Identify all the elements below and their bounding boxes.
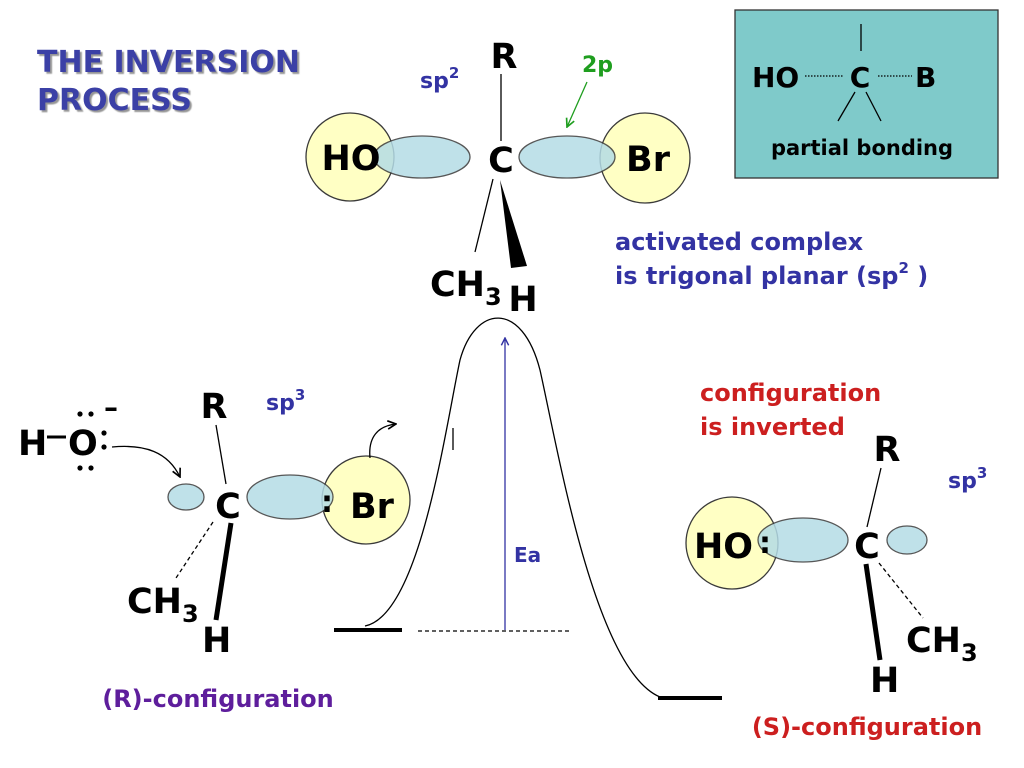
bond-to-methyl	[474, 178, 494, 253]
product-top-substituent: R	[874, 430, 901, 470]
inversion-note-line-1: configuration	[700, 379, 881, 407]
reactant-leaving-group: Br	[350, 487, 395, 527]
product-bond-to-r	[866, 467, 882, 528]
box-caption: partial bonding	[771, 136, 953, 160]
r-configuration-label: (R)-configuration	[102, 685, 334, 713]
reactant-hybridization-base: sp	[266, 391, 295, 416]
box-central-atom: C	[850, 61, 871, 94]
box-left-group: HO	[752, 61, 799, 94]
box-right-group: B	[915, 61, 936, 94]
product-nucleophile: HO	[694, 527, 753, 567]
methyl-group: CH3	[430, 265, 502, 311]
lone-pair-dot	[77, 465, 83, 471]
reactant-central-carbon: C	[215, 487, 241, 527]
leaving-group-label: Br	[626, 140, 671, 180]
inversion-note-line-2: is inverted	[700, 413, 845, 441]
product-hybridization-base: sp	[948, 469, 977, 494]
reactant-lone-pair: :	[321, 485, 333, 520]
product-dashed-bond-to-methyl	[878, 562, 924, 619]
title-line-1: THE INVERSION	[37, 45, 300, 80]
product-large-lobe	[757, 517, 849, 563]
reactant-hybridization-superscript: 3	[295, 386, 305, 404]
reactant-bold-bond-to-hydrogen	[213, 522, 234, 621]
hybridization-base: sp	[420, 69, 449, 94]
nucleophile-label: HO	[321, 139, 380, 179]
p-orbital-lobe-right	[518, 135, 616, 179]
product: configuration is inverted R sp3 HO : C C…	[685, 379, 987, 741]
reactant-methyl-ch: CH	[127, 582, 182, 622]
geometry-closing: )	[909, 262, 928, 290]
transition-state: R HO C Br CH3 H sp2 2p activated complex…	[305, 37, 928, 320]
p-orbital-lobe-left	[373, 135, 471, 179]
lone-pair-dot	[101, 444, 107, 450]
box-bond-lower-right	[865, 91, 882, 122]
energy-profile: Ea	[334, 317, 722, 700]
product-bold-bond-to-hydrogen	[863, 563, 883, 661]
leaving-group-arrow	[369, 424, 396, 459]
s-configuration-label: (S)-configuration	[752, 713, 982, 741]
hydroxide-charge: –	[104, 391, 118, 424]
reactant-methyl-group: CH3	[127, 582, 199, 628]
methyl-ch: CH	[430, 265, 485, 305]
product-hybridization-superscript: 3	[977, 464, 987, 482]
hydrogen-label: H	[508, 280, 537, 320]
reactant-top-substituent: R	[201, 387, 228, 427]
activated-complex-line-1: activated complex	[615, 228, 864, 256]
reactant-dashed-bond-to-methyl	[175, 521, 214, 579]
product-methyl-group: CH3	[906, 621, 978, 667]
orbital-pointer-arrow	[567, 81, 588, 127]
energy-curve	[364, 317, 661, 698]
geometry-text: is trigonal planar (sp	[615, 262, 898, 290]
central-carbon: C	[488, 141, 514, 181]
partial-bonding-box: HO C B partial bonding	[734, 9, 999, 179]
reactant: H O – R sp3 C : Br CH3 H (R)-configurati…	[18, 386, 411, 713]
reactant-small-lobe	[167, 483, 205, 511]
product-central-carbon: C	[854, 527, 880, 567]
hybridization-superscript: 2	[449, 64, 459, 82]
slide-title: THE INVERSION PROCESS	[37, 45, 300, 118]
hybridization-label: sp2	[420, 64, 459, 94]
lone-pair-dot	[77, 411, 83, 417]
reactant-methyl-subscript: 3	[182, 600, 199, 628]
product-methyl-ch: CH	[906, 621, 961, 661]
wedge-bond-to-hydrogen	[500, 180, 527, 268]
box-bond-lower-left	[837, 91, 856, 122]
orbital-label: 2p	[582, 53, 613, 78]
title-line-2: PROCESS	[37, 83, 192, 118]
methyl-subscript: 3	[485, 283, 502, 311]
reactant-hybridization-label: sp3	[266, 386, 305, 416]
product-methyl-subscript: 3	[961, 639, 978, 667]
lone-pair-dot	[88, 411, 94, 417]
hydroxide-hydrogen: H	[18, 424, 47, 464]
nucleophilic-attack-arrow	[111, 445, 180, 477]
activated-complex-line-2: is trigonal planar (sp2 )	[615, 259, 928, 290]
activation-energy-label: Ea	[514, 543, 541, 567]
product-hybridization-label: sp3	[948, 464, 987, 494]
oxygen-lone-pairs	[77, 411, 107, 471]
hydroxide-oxygen: O	[68, 424, 98, 464]
reactant-large-lobe	[246, 474, 334, 520]
product-lone-pair: :	[759, 526, 771, 561]
product-small-lobe	[886, 525, 928, 555]
reactant-bond-to-r	[215, 424, 227, 485]
reactant-hydrogen: H	[202, 621, 231, 661]
lone-pair-dot	[88, 465, 94, 471]
geometry-superscript: 2	[898, 259, 908, 277]
top-substituent: R	[491, 37, 518, 77]
product-hydrogen: H	[870, 661, 899, 701]
lone-pair-dot	[101, 430, 107, 436]
